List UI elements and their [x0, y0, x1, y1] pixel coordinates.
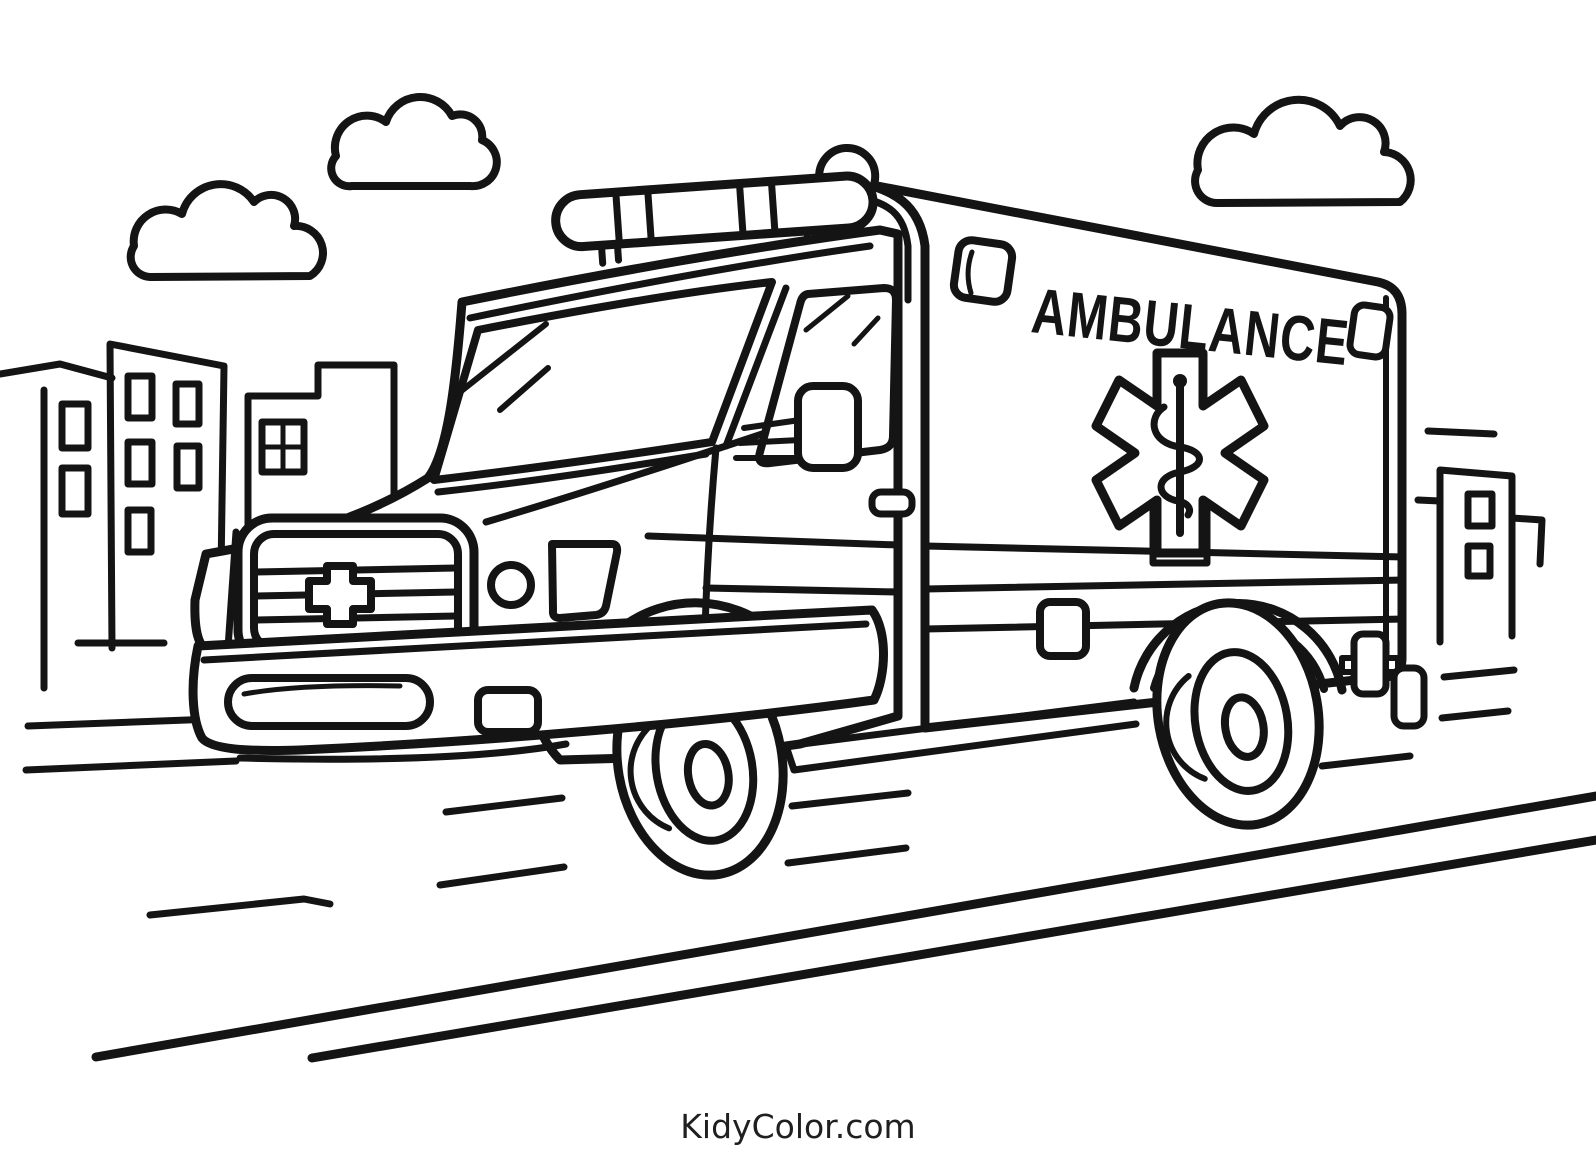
- star-of-life-icon: [1091, 348, 1269, 567]
- ambulance-box-body: [841, 175, 1428, 733]
- wheel-hub: [683, 740, 733, 810]
- box-stripe: [921, 615, 1406, 633]
- bumper-top-line: [200, 620, 870, 664]
- a-pillar-line: [722, 284, 790, 450]
- wheel-hub: [1220, 693, 1268, 761]
- cowl-line: [434, 450, 710, 496]
- marker-light-inner-line: [965, 249, 975, 296]
- speed-line: [788, 789, 912, 810]
- building-tall: [106, 340, 228, 652]
- building-ledge: [1508, 514, 1546, 568]
- speed-line: [1318, 752, 1414, 770]
- wheel-highlight: [1163, 672, 1208, 782]
- windshield-reflection: [457, 321, 549, 395]
- medical-cross-icon: [305, 562, 375, 628]
- cloud-icon: [126, 180, 327, 281]
- bumper-rect: [474, 686, 542, 736]
- building-mid: [244, 361, 398, 644]
- light-bar-icon: [551, 143, 880, 267]
- rod-knob: [1173, 374, 1187, 388]
- watermark-text: KidyColor.com: [680, 1107, 915, 1146]
- building-window: [172, 380, 203, 428]
- cab-stripe: [702, 584, 902, 596]
- building-window: [1464, 490, 1496, 530]
- rear-wheel: [1129, 598, 1347, 830]
- building-window: [173, 442, 203, 492]
- road-edge-diagonal: [307, 835, 1596, 1063]
- bumper-chin-line: [236, 740, 570, 763]
- speed-line: [442, 794, 566, 816]
- buildings-left: [0, 340, 398, 692]
- cloud-icon: [1191, 95, 1415, 207]
- building-window: [58, 464, 92, 518]
- building-window: [124, 372, 156, 422]
- light-bar-dividers: [612, 178, 779, 246]
- road-edge-diagonal: [91, 791, 1596, 1062]
- buildings-right: [1414, 466, 1546, 646]
- headlight: [548, 540, 622, 622]
- building-window: [124, 506, 155, 556]
- building-roofline: [0, 360, 116, 382]
- building-right: [1436, 466, 1516, 646]
- building-window: [58, 400, 92, 452]
- windshield-reflection: [497, 365, 551, 413]
- road: [22, 427, 1596, 1063]
- building-ledge: [1414, 496, 1444, 505]
- marker-light: [949, 236, 1017, 306]
- building-window: [1464, 542, 1494, 580]
- building-window-muntin: [259, 419, 307, 475]
- light-bar-body: [551, 171, 878, 252]
- windshield: [430, 278, 776, 484]
- hood-crease: [482, 428, 772, 526]
- speed-line: [1440, 666, 1518, 681]
- door-handle: [868, 488, 916, 518]
- clouds: [126, 93, 1415, 281]
- speed-line: [1424, 427, 1498, 438]
- light-bar-feet: [597, 211, 827, 267]
- side-mirror: [794, 382, 862, 472]
- rod-of-asclepius-icon: [1150, 374, 1203, 537]
- road-edge-left: [22, 757, 240, 774]
- side-hatch: [1036, 598, 1090, 660]
- fog-light: [487, 561, 535, 609]
- mirror-arm: [733, 417, 803, 461]
- rear-step: [1390, 664, 1428, 730]
- road-dash: [146, 895, 334, 919]
- bumper-slot-inner-line: [241, 683, 403, 697]
- road-edge-left: [24, 715, 218, 730]
- rear-latch-tab: [1339, 655, 1357, 675]
- building-window: [124, 438, 156, 488]
- speed-line: [1438, 707, 1512, 722]
- marker-light: [1346, 301, 1394, 361]
- rod-snake: [1150, 403, 1203, 519]
- cab-stripe: [644, 532, 902, 549]
- door-window-reflection: [803, 293, 881, 347]
- ambulance: AMBULANCE: [188, 143, 1428, 880]
- rear-latch: [1350, 630, 1390, 698]
- roof-drip-line: [466, 242, 874, 322]
- speed-line: [436, 863, 568, 889]
- front-fascia: [188, 513, 888, 763]
- wheel-highlight: [627, 720, 673, 832]
- wheel-rim: [1190, 648, 1293, 795]
- rocker-panel: [782, 698, 1140, 774]
- cloud-icon: [327, 93, 501, 191]
- speed-line: [784, 844, 910, 867]
- box-stripe: [921, 576, 1406, 593]
